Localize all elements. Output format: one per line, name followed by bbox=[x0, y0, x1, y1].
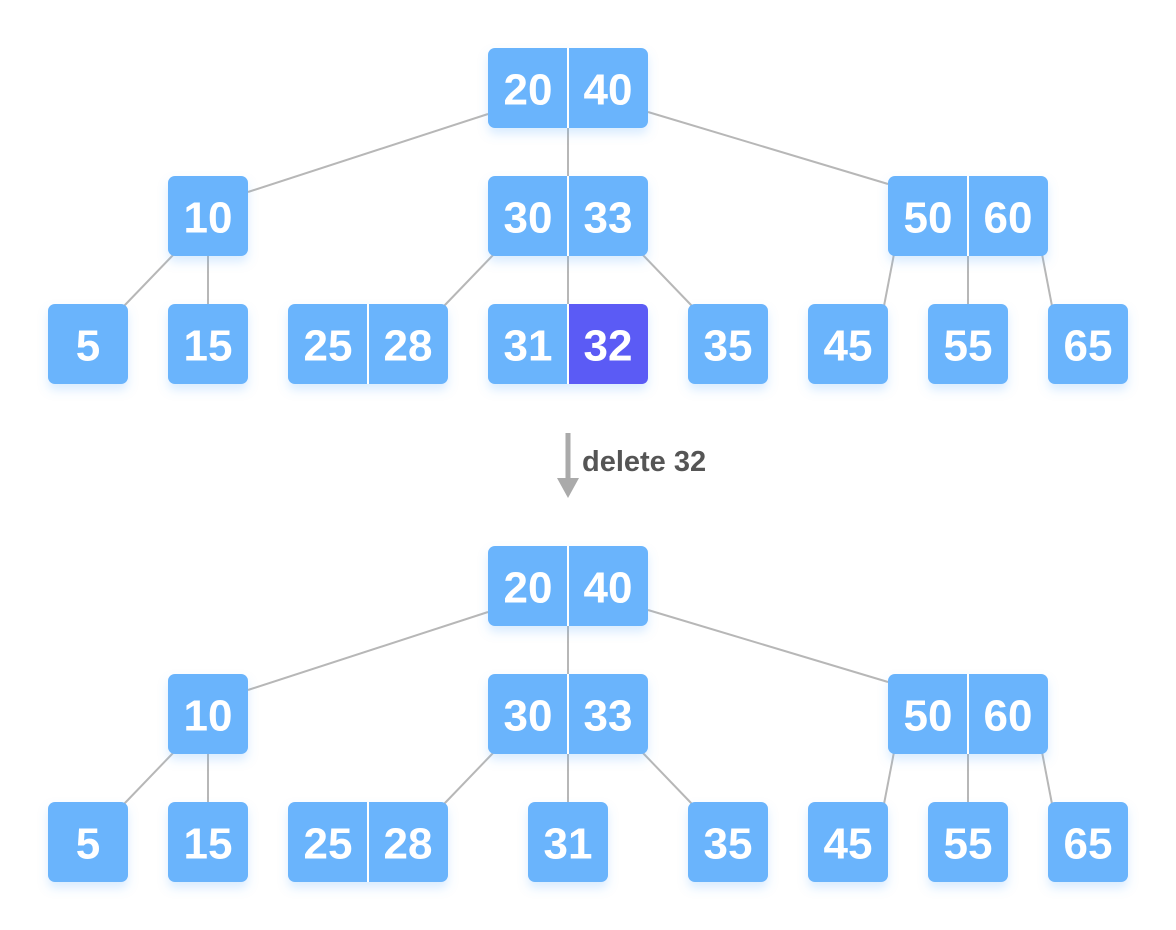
edge-n30-33-to-n25-28 bbox=[443, 751, 495, 805]
node-box bbox=[688, 802, 768, 882]
edge-n50-60-to-n65 bbox=[1041, 751, 1053, 805]
edge-n10-to-n5 bbox=[123, 253, 175, 307]
node-box bbox=[48, 304, 128, 384]
tree-node-n10: 10 bbox=[168, 176, 248, 256]
node-key: 28 bbox=[384, 820, 433, 869]
node-key: 5 bbox=[76, 322, 100, 371]
node-box bbox=[168, 304, 248, 384]
tree-node-n5: 5 bbox=[48, 802, 128, 882]
tree-node-n15: 15 bbox=[168, 802, 248, 882]
node-key: 45 bbox=[824, 820, 873, 869]
tree-node-n55: 55 bbox=[928, 304, 1008, 384]
tree-node-n45: 45 bbox=[808, 304, 888, 384]
tree-node-n65: 65 bbox=[1048, 802, 1128, 882]
node-key: 28 bbox=[384, 322, 433, 371]
edge-root-to-n10 bbox=[247, 113, 489, 193]
node-key: 5 bbox=[76, 820, 100, 869]
node-box bbox=[48, 802, 128, 882]
tree-edges bbox=[123, 111, 1053, 307]
node-box bbox=[928, 304, 1008, 384]
node-key: 55 bbox=[944, 322, 993, 371]
node-key: 55 bbox=[944, 820, 993, 869]
tree-node-n55: 55 bbox=[928, 802, 1008, 882]
node-key: 31 bbox=[504, 322, 553, 371]
node-box bbox=[168, 802, 248, 882]
edge-root-to-n50-60 bbox=[647, 609, 889, 683]
edge-n30-33-to-n35 bbox=[641, 751, 693, 805]
operation-arrow: delete 32 bbox=[557, 433, 706, 498]
node-key: 15 bbox=[184, 322, 233, 371]
node-box bbox=[808, 802, 888, 882]
edge-n50-60-to-n65 bbox=[1041, 253, 1053, 307]
node-key: 30 bbox=[504, 692, 553, 741]
node-key: 35 bbox=[704, 322, 753, 371]
node-key: 20 bbox=[504, 564, 553, 613]
arrow-down-icon bbox=[557, 478, 579, 498]
node-box bbox=[808, 304, 888, 384]
operation-label: delete 32 bbox=[582, 446, 706, 478]
node-key: 30 bbox=[504, 194, 553, 243]
node-box bbox=[168, 176, 248, 256]
tree-node-n30-33: 30 33 bbox=[488, 176, 648, 256]
node-key: 60 bbox=[984, 194, 1033, 243]
node-key: 65 bbox=[1064, 820, 1113, 869]
node-box bbox=[1048, 802, 1128, 882]
tree-node-n45: 45 bbox=[808, 802, 888, 882]
node-key: 35 bbox=[704, 820, 753, 869]
tree-node-n65: 65 bbox=[1048, 304, 1128, 384]
tree-node-n25-28: 25 28 bbox=[288, 802, 448, 882]
node-key: 40 bbox=[584, 564, 633, 613]
edge-n50-60-to-n45 bbox=[883, 751, 895, 805]
tree-node-n30-33: 30 33 bbox=[488, 674, 648, 754]
node-key: 40 bbox=[584, 66, 633, 115]
node-box bbox=[528, 802, 608, 882]
node-key: 10 bbox=[184, 692, 233, 741]
tree-node-n25-28: 25 28 bbox=[288, 304, 448, 384]
edge-n10-to-n5 bbox=[123, 751, 175, 805]
node-key: 60 bbox=[984, 692, 1033, 741]
tree-edges bbox=[123, 609, 1053, 805]
node-key: 50 bbox=[904, 194, 953, 243]
tree-node-n31: 31 bbox=[528, 802, 608, 882]
node-key: 33 bbox=[584, 194, 633, 243]
node-key: 10 bbox=[184, 194, 233, 243]
highlighted-key-cell bbox=[568, 304, 648, 384]
node-key: 33 bbox=[584, 692, 633, 741]
node-box bbox=[1048, 304, 1128, 384]
tree-node-n5: 5 bbox=[48, 304, 128, 384]
node-key: 25 bbox=[304, 322, 353, 371]
tree-node-n10: 10 bbox=[168, 674, 248, 754]
node-key: 31 bbox=[544, 820, 593, 869]
node-key: 20 bbox=[504, 66, 553, 115]
node-key: 45 bbox=[824, 322, 873, 371]
node-box bbox=[688, 304, 768, 384]
tree-node-n50-60: 50 60 bbox=[888, 176, 1048, 256]
node-box bbox=[928, 802, 1008, 882]
node-key: 50 bbox=[904, 692, 953, 741]
node-box bbox=[168, 674, 248, 754]
node-key: 25 bbox=[304, 820, 353, 869]
tree-node-n31-32: 31 32 bbox=[488, 304, 648, 384]
tree-node-n35: 35 bbox=[688, 802, 768, 882]
edge-n50-60-to-n45 bbox=[883, 253, 895, 307]
node-key: 32 bbox=[584, 322, 633, 371]
edge-root-to-n10 bbox=[247, 611, 489, 691]
tree-node-n15: 15 bbox=[168, 304, 248, 384]
edge-n30-33-to-n35 bbox=[641, 253, 693, 307]
edge-root-to-n50-60 bbox=[647, 111, 889, 185]
tree-node-n50-60: 50 60 bbox=[888, 674, 1048, 754]
node-key: 65 bbox=[1064, 322, 1113, 371]
node-key: 15 bbox=[184, 820, 233, 869]
tree-node-n35: 35 bbox=[688, 304, 768, 384]
edge-n30-33-to-n25-28 bbox=[443, 253, 495, 307]
